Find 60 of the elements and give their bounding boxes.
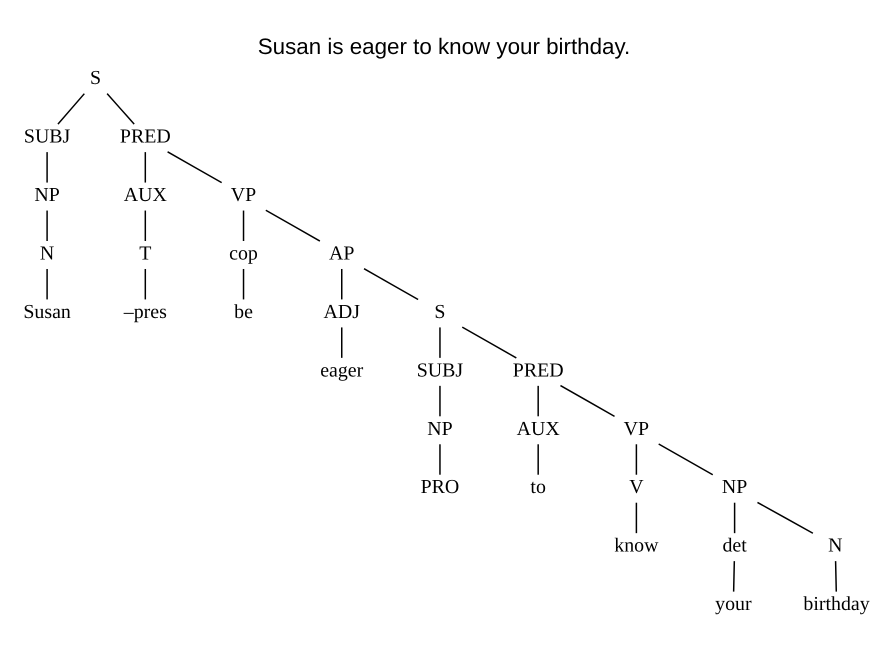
- node-text: Susan: [23, 300, 71, 323]
- connector: [439, 386, 441, 416]
- node-text: VP: [230, 184, 256, 206]
- node-text: V: [629, 476, 644, 498]
- connector: [439, 327, 441, 358]
- connector: [46, 210, 48, 241]
- node-text: SUBJ: [416, 359, 464, 382]
- connector: [144, 210, 146, 241]
- connector: [658, 443, 714, 476]
- node-text: PRED: [120, 126, 171, 148]
- node-text: S: [434, 300, 446, 323]
- connector: [364, 268, 418, 300]
- node-text: VP: [624, 418, 650, 440]
- connector: [46, 152, 48, 183]
- connector: [537, 444, 539, 475]
- node-text: T: [139, 242, 152, 264]
- node-text: SUBJ: [24, 126, 70, 148]
- connector: [757, 502, 814, 534]
- connector: [734, 502, 736, 534]
- connector: [636, 502, 638, 534]
- node-text: N: [40, 242, 54, 264]
- node-text: NP: [722, 476, 748, 498]
- connector: [462, 326, 517, 359]
- connector: [242, 210, 244, 241]
- node-text: AUX: [516, 418, 560, 440]
- node-text: N: [828, 534, 842, 557]
- connector: [265, 210, 320, 242]
- node-text: AP: [329, 242, 354, 264]
- node-text: AUX: [124, 184, 167, 206]
- node-text: birthday: [803, 593, 870, 616]
- connector: [732, 561, 736, 592]
- node-text: NP: [34, 184, 60, 206]
- node-text: NP: [427, 418, 453, 440]
- node-text: know: [614, 534, 658, 557]
- node-text: PRED: [512, 359, 564, 382]
- connector: [144, 152, 146, 183]
- connector: [439, 444, 441, 475]
- node-text: cop: [229, 242, 258, 264]
- connector: [636, 444, 638, 475]
- connector: [167, 151, 222, 184]
- connector: [144, 268, 146, 300]
- connector: [834, 561, 838, 592]
- connector: [106, 93, 135, 125]
- node-text: your: [715, 593, 752, 616]
- connector: [537, 386, 539, 416]
- node-text: –pres: [124, 300, 167, 323]
- connector: [46, 268, 48, 300]
- connector: [341, 268, 342, 300]
- node-text: to: [530, 476, 546, 498]
- connector: [57, 93, 85, 125]
- node-text: eager: [320, 359, 364, 382]
- node-text: S: [90, 67, 102, 90]
- node-text: be: [234, 300, 253, 323]
- connector: [341, 327, 342, 358]
- connector: [242, 268, 244, 300]
- node-text: PRO: [420, 476, 460, 498]
- diagram-title: Susan is eager to know your birthday.: [258, 34, 630, 59]
- connector: [560, 384, 615, 417]
- node-text: ADJ: [324, 300, 360, 323]
- node-text: det: [722, 534, 747, 557]
